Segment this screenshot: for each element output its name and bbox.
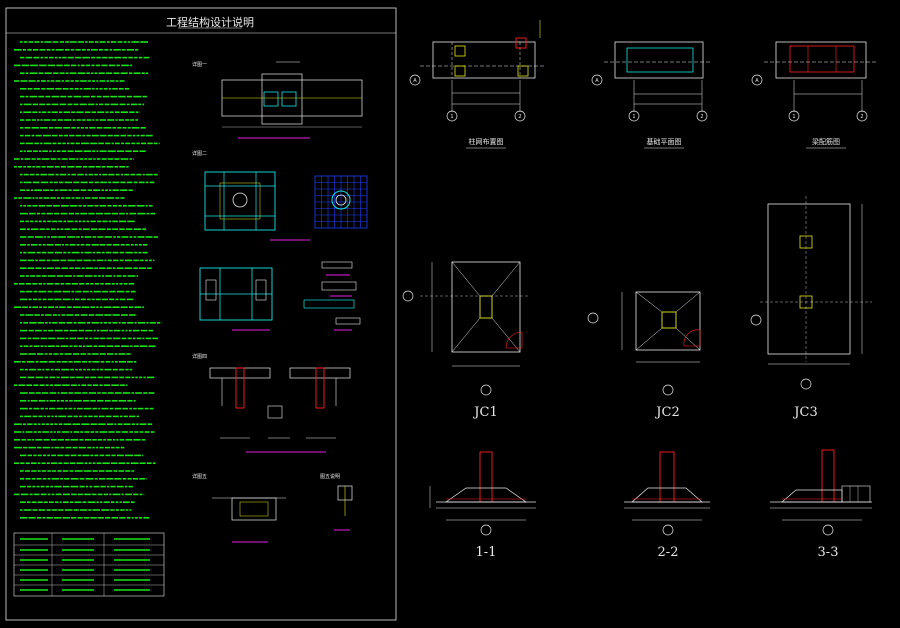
material-table	[13, 532, 165, 597]
notes-text-block	[14, 41, 162, 519]
plan-b-title: 基础平面图	[647, 137, 682, 146]
plan-b-axis-1: 1	[632, 114, 635, 120]
plan-a-title: 柱网布置图	[469, 137, 504, 146]
detail-5-caption: 图五说明	[320, 473, 340, 480]
plan-a-axis-1: 1	[450, 114, 453, 120]
detail-3	[199, 261, 361, 331]
section-3-3: 3-3	[770, 449, 872, 560]
plan-a-axis-2: 2	[518, 114, 521, 120]
section-2-2: 2-2	[624, 451, 710, 560]
plan-c-axis-row: A	[755, 78, 759, 84]
detail-2-label: 详图二	[192, 150, 207, 157]
plan-a-axis-row: A	[413, 78, 417, 84]
detail-5: 详图五 图五说明	[192, 473, 353, 543]
section-1-1: 1-1	[429, 451, 536, 560]
plan-c-axis-1: 1	[792, 114, 795, 120]
plan-b-axis-row: A	[595, 78, 599, 84]
plan-b: A 1 2 基础平面图	[591, 41, 712, 149]
plan-c: A 1 2 梁配筋图	[751, 41, 876, 149]
detail-1: 详图一	[192, 61, 363, 139]
footing-jc2-title: JC2	[654, 405, 679, 420]
footing-jc1: JC1	[402, 261, 530, 420]
notes-title: 工程结构设计说明	[166, 15, 254, 29]
detail-3-small-sections	[303, 261, 361, 331]
detail-2: 详图二	[192, 150, 368, 241]
footing-jc3: JC3	[750, 196, 872, 420]
footing-jc2: JC2	[587, 291, 701, 420]
section-2-title: 2-2	[658, 545, 679, 560]
section-1-title: 1-1	[476, 545, 497, 560]
detail-4-label: 详图四	[192, 353, 207, 360]
detail-4: 详图四	[192, 353, 351, 453]
section-3-title: 3-3	[818, 545, 839, 560]
notes-sheet: 工程结构设计说明	[5, 7, 397, 621]
detail-1-label: 详图一	[192, 61, 207, 68]
plan-c-axis-2: 2	[860, 114, 863, 120]
footing-jc1-title: JC1	[472, 405, 497, 420]
detail-5-label: 详图五	[192, 473, 207, 480]
mesh-grid	[314, 175, 368, 229]
plan-b-axis-2: 2	[700, 114, 703, 120]
table-cell-marks	[20, 538, 150, 591]
plan-c-title: 梁配筋图	[812, 137, 840, 146]
plan-a: A 1 2 柱网布置图	[409, 20, 545, 149]
footing-jc3-title: JC3	[792, 405, 817, 420]
